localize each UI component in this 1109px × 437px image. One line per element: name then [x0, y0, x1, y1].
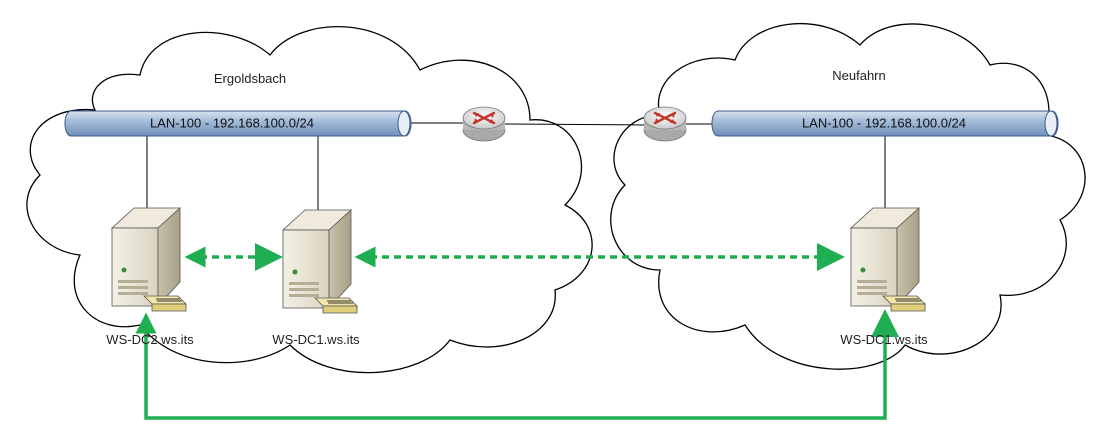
lan-label-neufahrn: LAN-100 - 192.168.100.0/24 [802, 116, 966, 131]
lan-label-ergoldsbach: LAN-100 - 192.168.100.0/24 [150, 116, 314, 131]
server-label-ws-dc1: WS-DC1.ws.its [272, 332, 360, 347]
site-title-ergoldsbach: Ergoldsbach [214, 71, 286, 86]
router-icon [643, 106, 687, 142]
server-label-ws-dc1-neufahrn: WS-DC1.ws.its [840, 332, 928, 347]
server-icon [849, 207, 926, 312]
site-cloud-ergoldsbach [26, 26, 593, 374]
server-label-ws-dc2: WS-DC2.ws.its [106, 332, 194, 347]
site-title-neufahrn: Neufahrn [832, 68, 885, 83]
network-wires [146, 122, 886, 212]
lan-segment-ergoldsbach: LAN-100 - 192.168.100.0/24 [64, 110, 412, 137]
replication-link-dc2-remote-dc1 [135, 309, 899, 420]
replication-links [135, 243, 899, 420]
router-icon [462, 106, 506, 142]
lan-segment-neufahrn: LAN-100 - 192.168.100.0/24 [711, 110, 1059, 137]
